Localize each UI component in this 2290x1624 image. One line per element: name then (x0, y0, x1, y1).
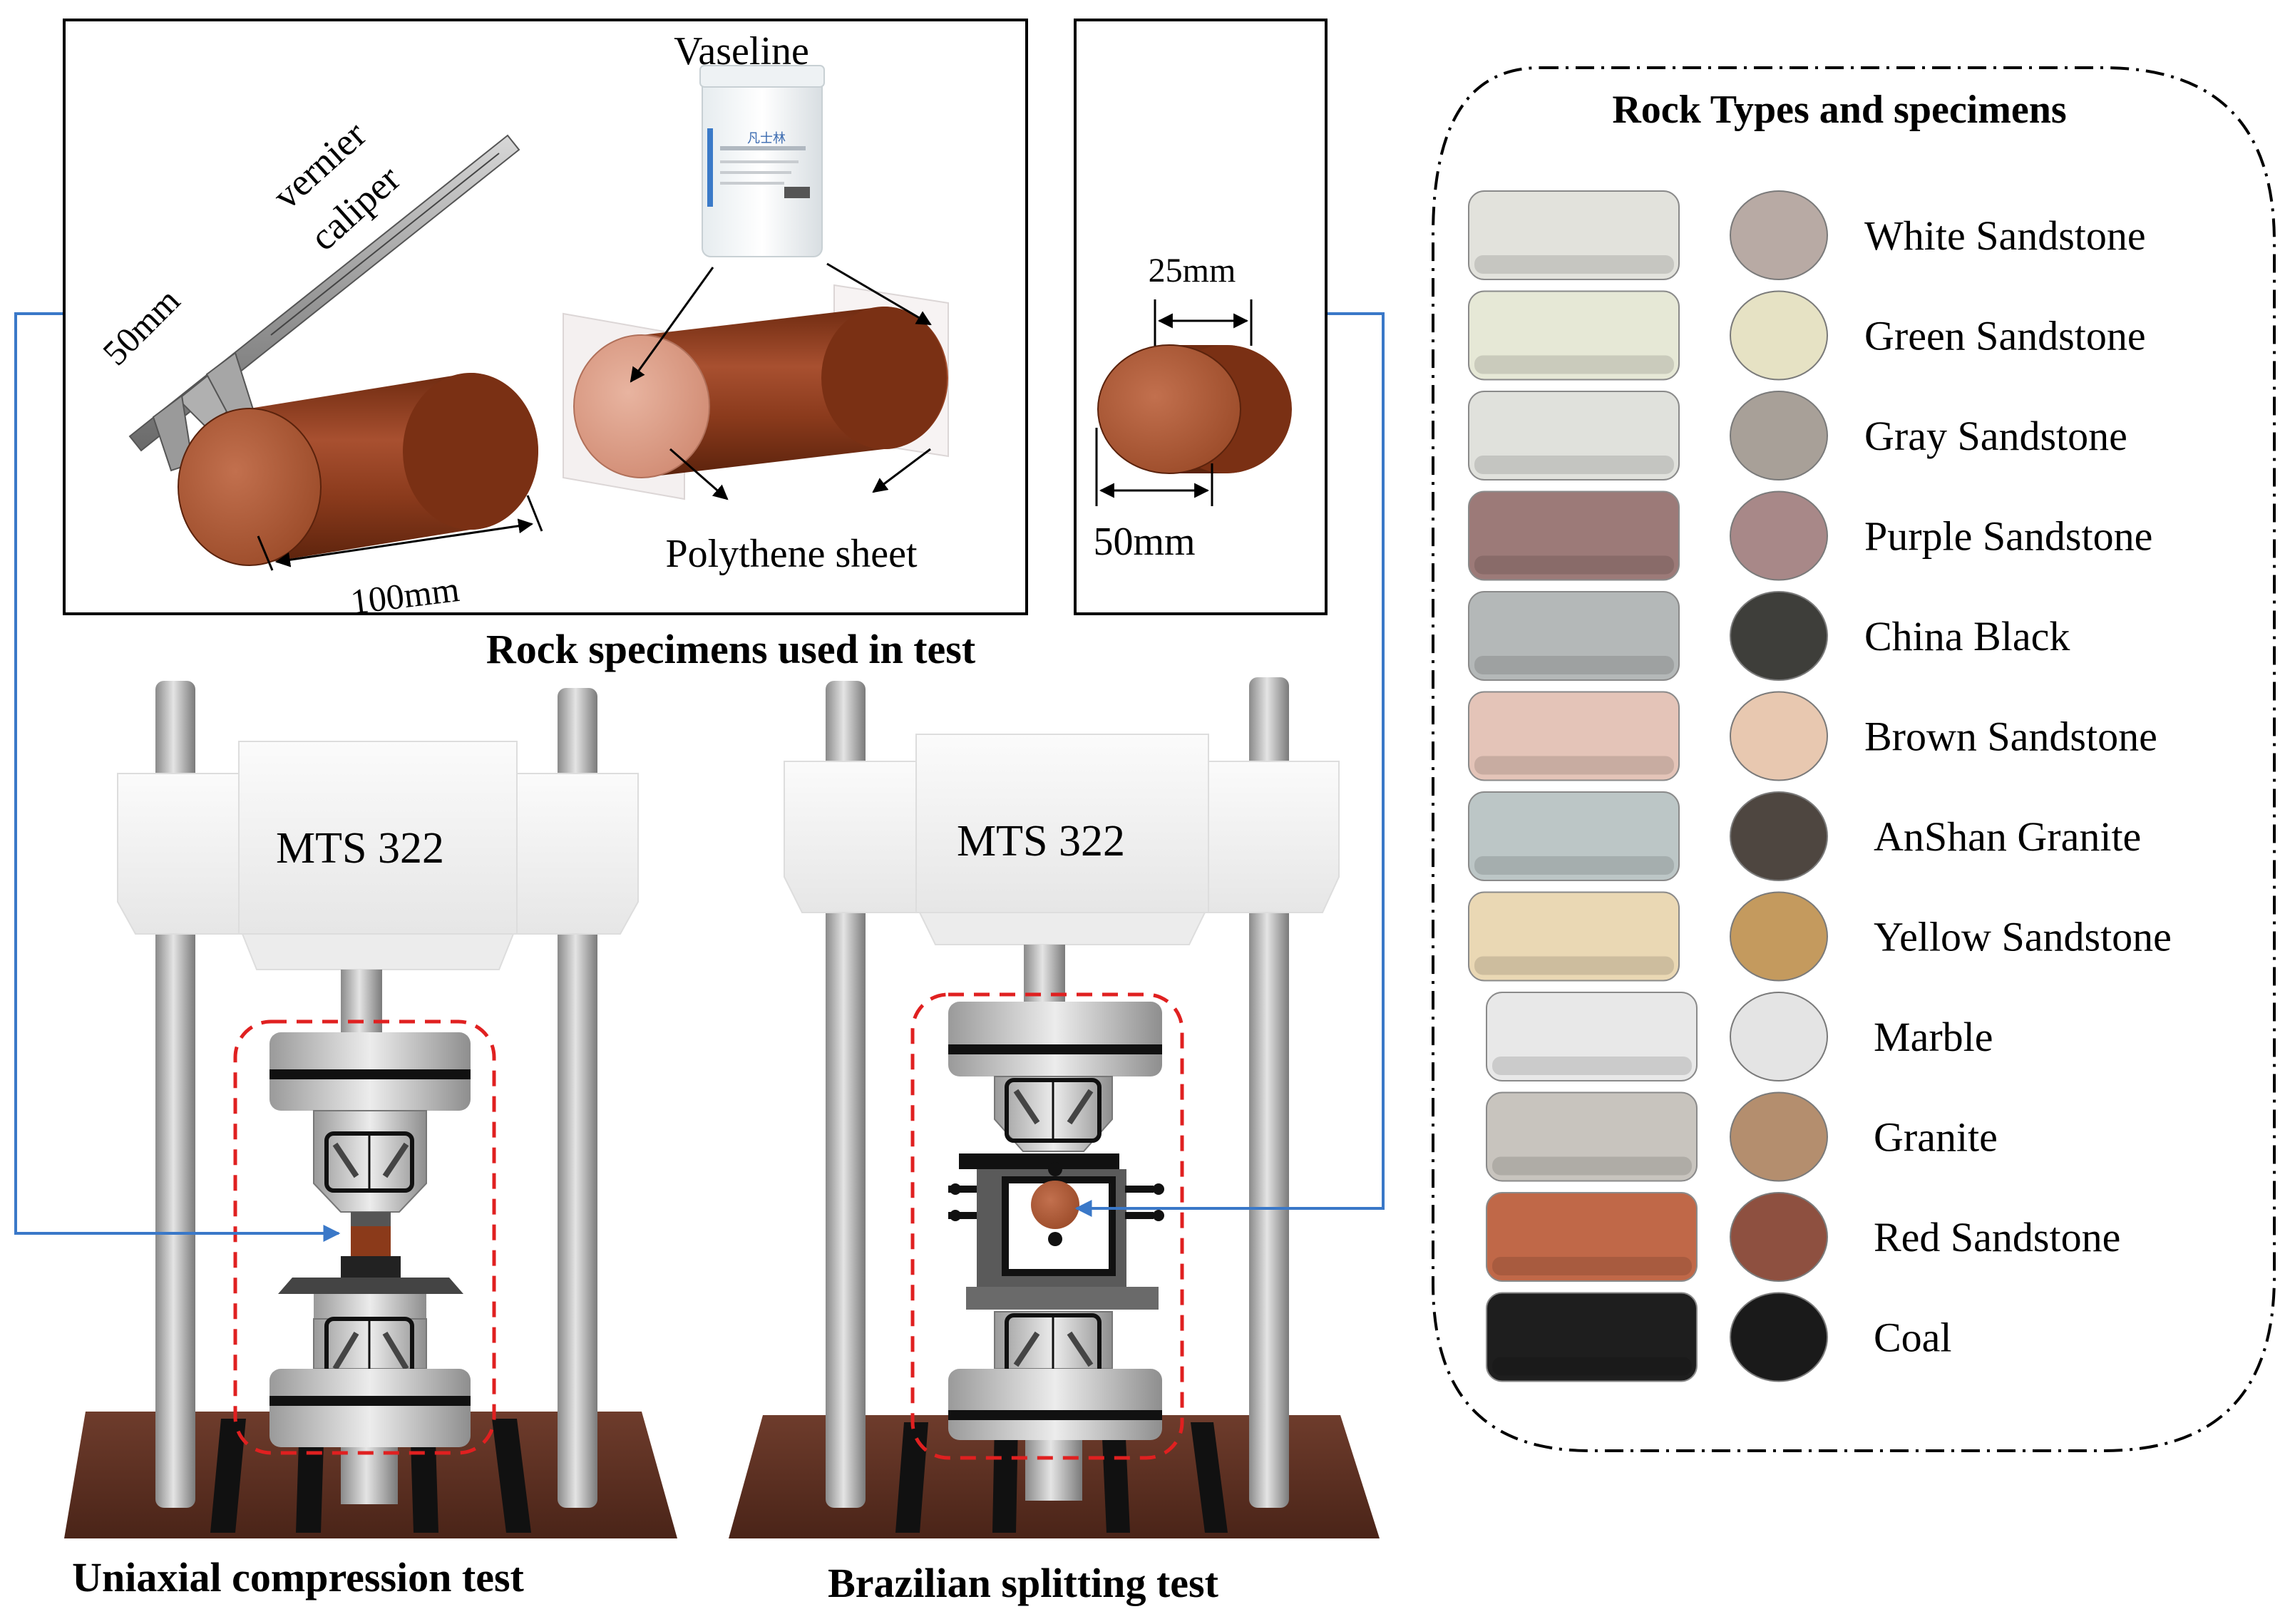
rock-cylinder-shade (1474, 956, 1674, 975)
rock-cylinder-shade (1474, 756, 1674, 775)
specimen-preparation-panel: 100mm 50mm vernier caliper 凡士林 Vaseline (63, 19, 1028, 622)
rock-cylinder-photo (1468, 691, 1680, 781)
rock-type-name: Gray Sandstone (1864, 413, 2127, 459)
rock-disc-photo (1730, 290, 1828, 381)
rock-type-name: White Sandstone (1864, 212, 2146, 259)
rock-cylinder-photo (1468, 290, 1680, 381)
rock-disc-photo (1730, 1192, 1828, 1282)
rock-type-name: Red Sandstone (1874, 1214, 2120, 1260)
rock-disc-photo (1730, 1292, 1828, 1382)
rock-type-row: Brown Sandstone (1468, 691, 2157, 781)
rock-cylinder-photo (1468, 791, 1680, 881)
rock-cylinder-photo (1468, 891, 1680, 982)
rock-cylinder-shade (1474, 255, 1674, 274)
rock-cylinder-shade (1474, 456, 1674, 474)
rock-cylinder-shade (1492, 1156, 1692, 1176)
rock-cylinder-photo (1468, 190, 1680, 280)
rock-cylinder-coated (573, 307, 948, 478)
rock-cylinder-100mm (178, 373, 538, 566)
rock-cylinder-shade (1492, 1057, 1692, 1075)
rock-type-name: Yellow Sandstone (1874, 914, 2172, 960)
rock-cylinder-shade (1492, 1257, 1692, 1275)
rock-type-name: Marble (1874, 1014, 1993, 1060)
rock-type-name: Purple Sandstone (1864, 513, 2152, 560)
rock-disc-photo (1730, 190, 1828, 280)
brazilian-machine: MTS 322 (729, 677, 1380, 1538)
rock-type-name: Granite (1874, 1114, 1998, 1161)
rock-type-row: Red Sandstone (1486, 1192, 2120, 1282)
rock-type-row: Coal (1486, 1292, 1952, 1382)
uniaxial-fixture-highlight (233, 1019, 496, 1455)
machine-label-brazilian: MTS 322 (957, 817, 1125, 865)
rock-disc-photo (1730, 490, 1828, 581)
rock-cylinder-photo (1486, 1192, 1698, 1282)
connector-lines (14, 312, 1385, 1242)
rock-type-name: Coal (1874, 1315, 1952, 1361)
rock-disc-photo (1730, 891, 1828, 982)
rock-type-name: Brown Sandstone (1864, 714, 2157, 760)
machine-label-uniaxial: MTS 322 (276, 824, 444, 873)
rock-cylinder-photo (1486, 992, 1698, 1081)
rock-cylinder-photo (1468, 591, 1680, 681)
rock-type-row: Marble (1486, 992, 1993, 1081)
rock-type-name: AnShan Granite (1874, 813, 2141, 860)
rock-type-row: Granite (1486, 1091, 1998, 1182)
rock-cylinder-shade (1474, 555, 1674, 575)
rock-types-panel: Rock Types and specimens White Sandstone… (1432, 66, 2276, 1452)
rock-disc-photo (1730, 992, 1828, 1081)
rock-disc-photo (1730, 591, 1828, 681)
rock-cylinder-photo (1468, 391, 1680, 480)
vaseline-label: Vaseline (674, 29, 809, 73)
brazilian-rock-disc (1031, 1181, 1079, 1229)
brazilian-test-caption: Brazilian splitting test (828, 1560, 1218, 1606)
rock-type-name: Green Sandstone (1864, 313, 2146, 359)
rock-disc-photo (1730, 391, 1828, 480)
rock-type-row: Gray Sandstone (1468, 391, 2127, 480)
rock-cylinder-shade (1492, 1357, 1692, 1376)
rock-disc-photo (1730, 691, 1828, 781)
rock-disc-photo (1730, 791, 1828, 881)
brazilian-fixture-highlight (910, 992, 1184, 1460)
vernier-caliper-icon (128, 134, 520, 472)
rock-type-row: AnShan Granite (1468, 791, 2141, 881)
rock-type-row: White Sandstone (1468, 190, 2146, 280)
specimens-section-caption: Rock specimens used in test (486, 626, 976, 672)
rock-type-row: Yellow Sandstone (1468, 891, 2172, 982)
uniaxial-test-caption: Uniaxial compression test (72, 1554, 524, 1600)
vaseline-jar-icon: 凡士林 (699, 65, 825, 257)
rock-cylinder-photo (1486, 1292, 1698, 1382)
dimension-25mm-label: 25mm (1149, 252, 1236, 289)
dimension-50mm-brazil-label: 50mm (1093, 520, 1195, 564)
rock-cylinder-shade (1474, 355, 1674, 374)
brazilian-specimen-panel: 25mm 50mm (1074, 19, 1328, 615)
rock-cylinder-shade (1474, 856, 1674, 875)
rock-type-name: China Black (1864, 613, 2070, 659)
rock-type-row: Green Sandstone (1468, 290, 2146, 381)
polythene-sheet-label: Polythene sheet (665, 532, 917, 576)
rock-cylinder-shade (1474, 656, 1674, 674)
rock-cylinder-photo (1468, 490, 1680, 581)
rock-disc-photo (1730, 1091, 1828, 1182)
rock-type-row: Purple Sandstone (1468, 490, 2152, 581)
rock-types-title: Rock Types and specimens (1612, 88, 2066, 132)
jar-brand-text: 凡士林 (747, 131, 786, 145)
uniaxial-machine: MTS 322 (64, 681, 677, 1538)
rock-type-row: China Black (1468, 591, 2070, 681)
rock-cylinder-photo (1486, 1091, 1698, 1182)
